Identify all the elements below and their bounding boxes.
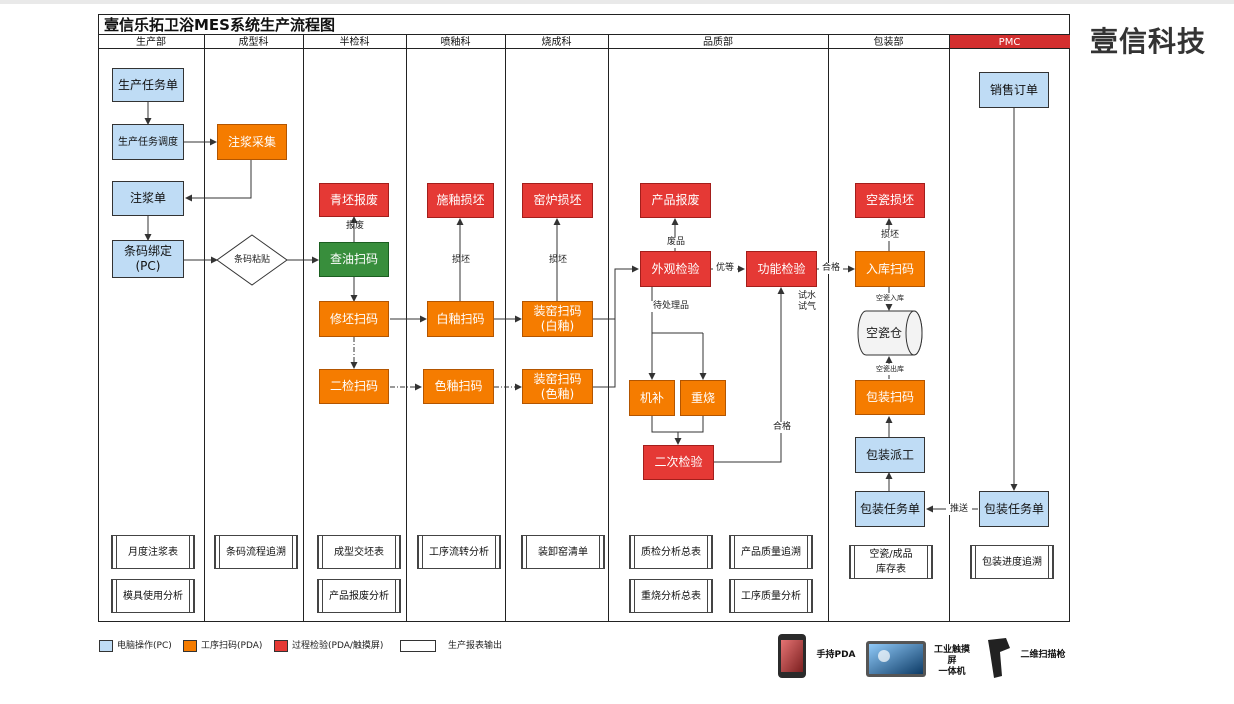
legend-label-check: 过程检验(PDA/触摸屏) xyxy=(292,641,384,651)
grout-sheet[interactable]: 注浆单 xyxy=(112,181,184,216)
report-product-scrap-analysis[interactable]: 产品报废分析 xyxy=(317,579,401,613)
legend-swatch-pda xyxy=(183,640,197,652)
device-label-scanner: 二维扫描枪 xyxy=(1020,650,1066,660)
legend-swatch-check xyxy=(274,640,288,652)
repair-scan[interactable]: 修坯扫码 xyxy=(319,301,389,337)
diagram-frame xyxy=(98,14,1070,622)
edge-label-kiln-damage: 损坯 xyxy=(548,255,567,265)
white-glaze-scan[interactable]: 白釉扫码 xyxy=(427,301,494,337)
diagram-title: 壹信乐拓卫浴MES系统生产流程图 xyxy=(104,16,335,34)
lane-divider xyxy=(608,34,609,622)
edge-label-empty-in: 空瓷入库 xyxy=(872,293,908,304)
reburn[interactable]: 重烧 xyxy=(680,380,726,416)
packing-scan[interactable]: 包装扫码 xyxy=(855,380,925,415)
edge-label-good: 优等 xyxy=(713,263,737,274)
lane-header-production: 生产部 xyxy=(98,34,204,49)
lane-header-packing: 包装部 xyxy=(828,34,949,49)
second-check-scan[interactable]: 二检扫码 xyxy=(319,369,389,404)
edge-label-scrap: 报废 xyxy=(345,221,364,231)
lane-header-pmc: PMC xyxy=(949,34,1070,49)
packing-dispatch[interactable]: 包装派工 xyxy=(855,437,925,473)
report-qc-summary[interactable]: 质检分析总表 xyxy=(629,535,713,569)
edge-label-pass-function: 合格 xyxy=(819,263,843,274)
lane-divider xyxy=(828,34,829,622)
kiln-white-scan[interactable]: 装窑扫码 (白釉) xyxy=(522,301,593,337)
edge-label-push: 推送 xyxy=(946,504,972,515)
handheld-pda-icon xyxy=(778,634,806,678)
lane-header-forming: 成型科 xyxy=(204,34,303,49)
report-process-flow[interactable]: 工序流转分析 xyxy=(417,535,501,569)
lane-divider xyxy=(505,34,506,622)
edge-label-pending: 待处理品 xyxy=(651,301,691,312)
second-inspection[interactable]: 二次检验 xyxy=(643,445,714,480)
report-inventory[interactable]: 空瓷/成品 库存表 xyxy=(849,545,933,579)
edge-label-waste: 废品 xyxy=(664,237,688,248)
glazing-damage[interactable]: 施釉损坯 xyxy=(427,183,494,218)
edge-label-water-gas-test: 试水 试气 xyxy=(797,291,816,312)
edge-kiln-color-to-visual xyxy=(593,319,616,388)
legend-label-pda: 工序扫码(PDA) xyxy=(201,641,263,651)
barcode-bind-pc[interactable]: 条码绑定 (PC) xyxy=(112,240,184,278)
device-label-handheld: 手持PDA xyxy=(816,650,856,660)
product-scrap[interactable]: 产品报废 xyxy=(640,183,711,218)
edge-label-empty-out: 空瓷出库 xyxy=(872,364,908,375)
report-reburn-summary[interactable]: 重烧分析总表 xyxy=(629,579,713,613)
lane-header-glazing: 喷釉科 xyxy=(406,34,505,49)
report-quality-trace[interactable]: 产品质量追溯 xyxy=(729,535,813,569)
edge-fix-reburn-to-second-check xyxy=(651,416,704,444)
legend-label-pc: 电脑操作(PC) xyxy=(117,641,172,651)
legend-swatch-pc xyxy=(99,640,113,652)
lane-divider xyxy=(204,34,205,622)
lane-divider xyxy=(303,34,304,622)
pmc-packing-task-sheet[interactable]: 包装任务单 xyxy=(979,491,1049,527)
color-glaze-scan[interactable]: 色釉扫码 xyxy=(423,369,494,404)
stock-in-scan[interactable]: 入库扫码 xyxy=(855,251,925,287)
lane-divider xyxy=(406,34,407,622)
edge-kiln-white-to-visual xyxy=(593,265,639,320)
lane-header-semi-check: 半检科 xyxy=(303,34,406,49)
production-task-dispatch[interactable]: 生产任务调度 xyxy=(112,124,184,160)
visual-inspection[interactable]: 外观检验 xyxy=(640,251,711,287)
legend-swatch-report xyxy=(400,640,436,652)
empty-porcelain-damage[interactable]: 空瓷损坯 xyxy=(855,183,925,218)
function-inspection[interactable]: 功能检验 xyxy=(746,251,817,287)
report-monthly-grout[interactable]: 月度注浆表 xyxy=(111,535,195,569)
report-process-quality[interactable]: 工序质量分析 xyxy=(729,579,813,613)
edge-grout-collect-to-grout-sheet xyxy=(185,160,252,202)
report-pack-progress[interactable]: 包装进度追溯 xyxy=(970,545,1054,579)
edge-label-pass-second: 合格 xyxy=(770,422,794,433)
lane-divider xyxy=(949,34,950,622)
lane-header-firing: 烧成科 xyxy=(505,34,608,49)
edge-second-check-to-function xyxy=(714,287,785,463)
top-strip xyxy=(0,0,1234,4)
report-forming-handover[interactable]: 成型交坯表 xyxy=(317,535,401,569)
barcode-paste-diamond xyxy=(216,234,288,286)
sales-order[interactable]: 销售订单 xyxy=(979,72,1049,108)
edge-label-glaze-damage: 损坯 xyxy=(451,255,470,265)
oil-check-scan[interactable]: 查油扫码 xyxy=(319,242,389,277)
packing-task-sheet[interactable]: 包装任务单 xyxy=(855,491,925,527)
device-label-touch: 工业触摸屏 一体机 xyxy=(933,645,970,677)
grout-collect-scan[interactable]: 注浆采集 xyxy=(217,124,287,160)
empty-warehouse-label: 空瓷仓 xyxy=(865,326,902,340)
report-mold-usage[interactable]: 模具使用分析 xyxy=(111,579,195,613)
kiln-damage[interactable]: 窑炉损坯 xyxy=(522,183,593,218)
production-task-sheet[interactable]: 生产任务单 xyxy=(112,68,184,102)
barcode-paste-label: 条码粘贴 xyxy=(233,255,270,265)
brand-logo: 壹信科技 xyxy=(1090,25,1207,58)
lane-header-quality: 品质部 xyxy=(608,34,828,49)
barcode-scanner-icon xyxy=(988,638,1010,678)
machine-repair[interactable]: 机补 xyxy=(629,380,675,416)
report-kiln-list[interactable]: 装卸窑清单 xyxy=(521,535,605,569)
report-barcode-trace[interactable]: 条码流程追溯 xyxy=(214,535,298,569)
touch-panel-icon xyxy=(866,641,926,677)
edge-label-pack-damage: 损坯 xyxy=(878,230,902,241)
legend-label-report: 生产报表输出 xyxy=(448,641,503,651)
green-body-scrap[interactable]: 青坯报废 xyxy=(319,183,389,217)
kiln-color-scan[interactable]: 装窑扫码 (色釉) xyxy=(522,369,593,404)
